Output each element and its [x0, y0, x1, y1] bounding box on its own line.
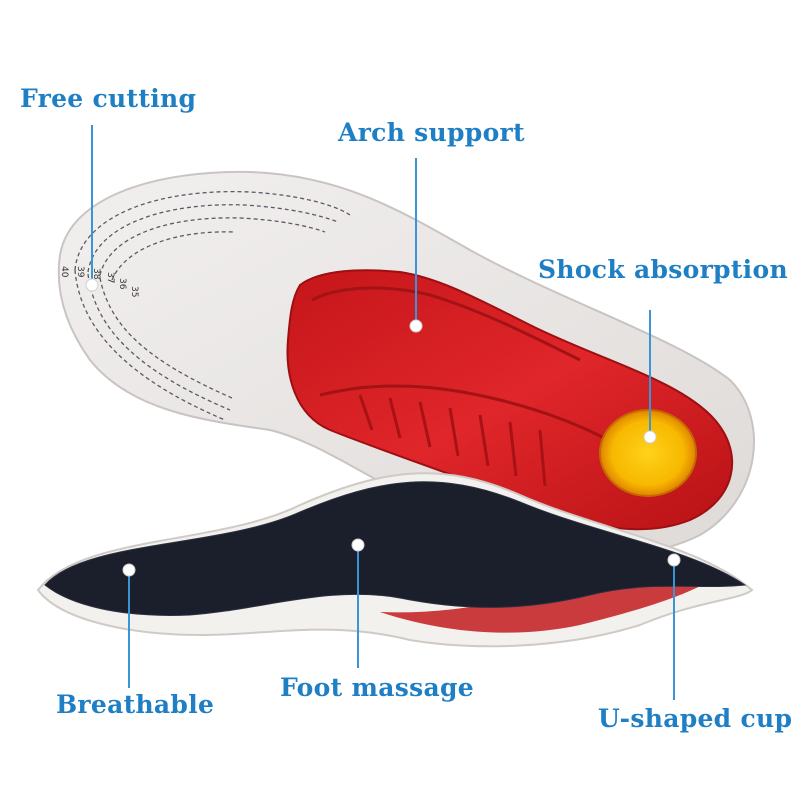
size-mark-37: 37 [105, 272, 115, 283]
trim-guide-lines [74, 190, 351, 421]
size-marks: 40 39 38 37 36 35 [59, 266, 139, 297]
shock-absorption-pad [599, 409, 697, 497]
arch-support-dot [409, 319, 423, 333]
size-mark-40: 40 [59, 266, 69, 278]
u-shaped-cup-dot [667, 553, 681, 567]
breathable-label: Breathable [56, 690, 215, 719]
size-mark-36: 36 [117, 278, 127, 290]
free-cutting-dot [85, 278, 99, 292]
shock-absorption-label: Shock absorption [538, 255, 788, 284]
callout-dots [85, 278, 681, 577]
size-mark-35: 35 [129, 286, 139, 297]
foot-massage-label: Foot massage [280, 673, 474, 702]
free-cutting-label: Free cutting [20, 84, 197, 113]
size-mark-39: 39 [75, 266, 85, 278]
callout-leaders [91, 125, 675, 700]
arch-pad-ribs [358, 394, 547, 487]
u-shaped-cup-label: U-shaped cup [598, 704, 793, 733]
foot-massage-dot [351, 538, 365, 552]
shock-absorption-dot [643, 430, 657, 444]
size-mark-38: 38 [91, 268, 101, 280]
breathable-dot [122, 563, 136, 577]
breathable-fabric-surface [44, 481, 747, 616]
arch-support-label: Arch support [338, 118, 525, 147]
